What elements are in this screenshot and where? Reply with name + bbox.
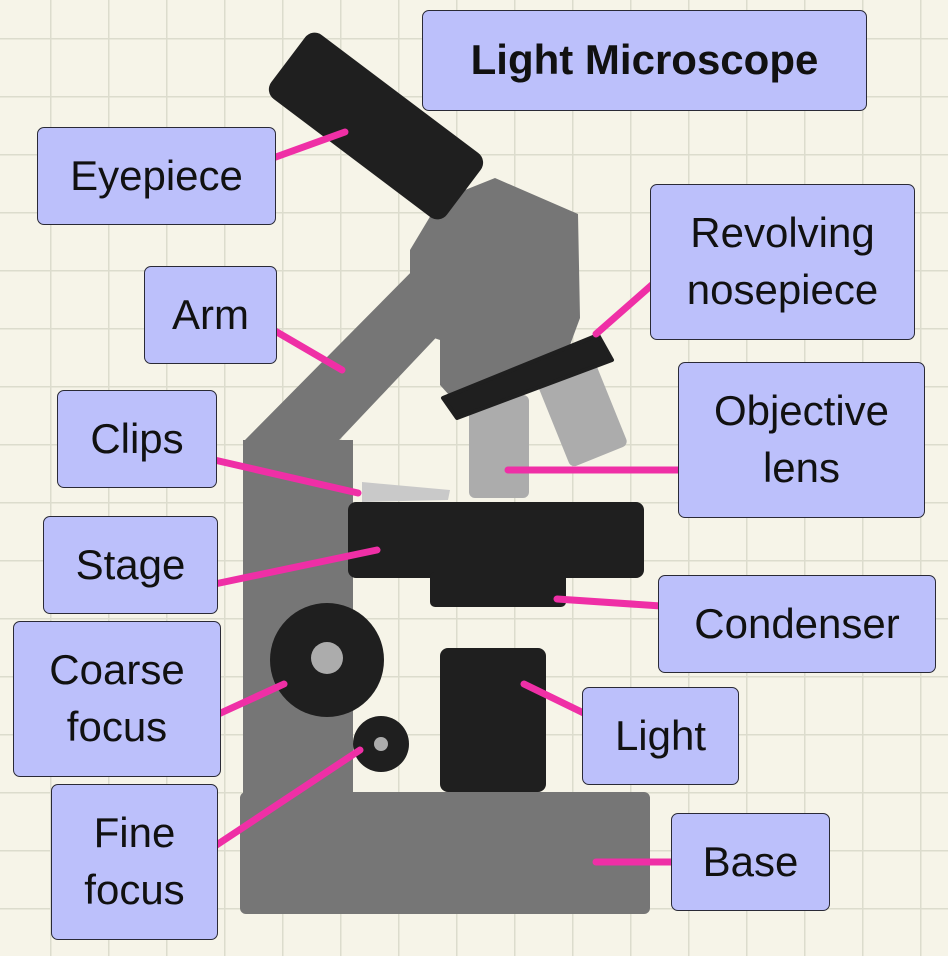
slide-clip [362,482,450,502]
label-light: Light [582,687,739,785]
leader-stage [206,546,381,589]
base-block [240,792,650,914]
fine-focus-center [374,737,388,751]
label-clips: Clips [57,390,217,488]
label-objective-lens: Objective lens [678,362,925,518]
label-revolving-nosepiece: Revolving nosepiece [650,184,915,340]
eyepiece-tube [268,32,484,220]
nosepiece-ring [441,333,614,420]
leader-clips [206,455,362,497]
label-fine-focus: Fine focus [51,784,218,940]
coarse-focus-center [311,642,343,674]
label-condenser: Condenser [658,575,936,673]
leader-arm [266,324,346,374]
leader-condenser [553,595,680,611]
diagram-title: Light Microscope [422,10,867,111]
leader-fine-focus [208,746,364,852]
leader-coarse-focus [208,680,288,721]
label-stage: Stage [43,516,218,614]
light-source [440,648,546,792]
label-eyepiece: Eyepiece [37,127,276,225]
label-coarse-focus: Coarse focus [13,621,221,777]
label-arm: Arm [144,266,277,364]
label-base: Base [671,813,830,911]
stage-platform [348,502,644,578]
microscope-head [410,178,580,396]
condenser-block [430,572,566,607]
